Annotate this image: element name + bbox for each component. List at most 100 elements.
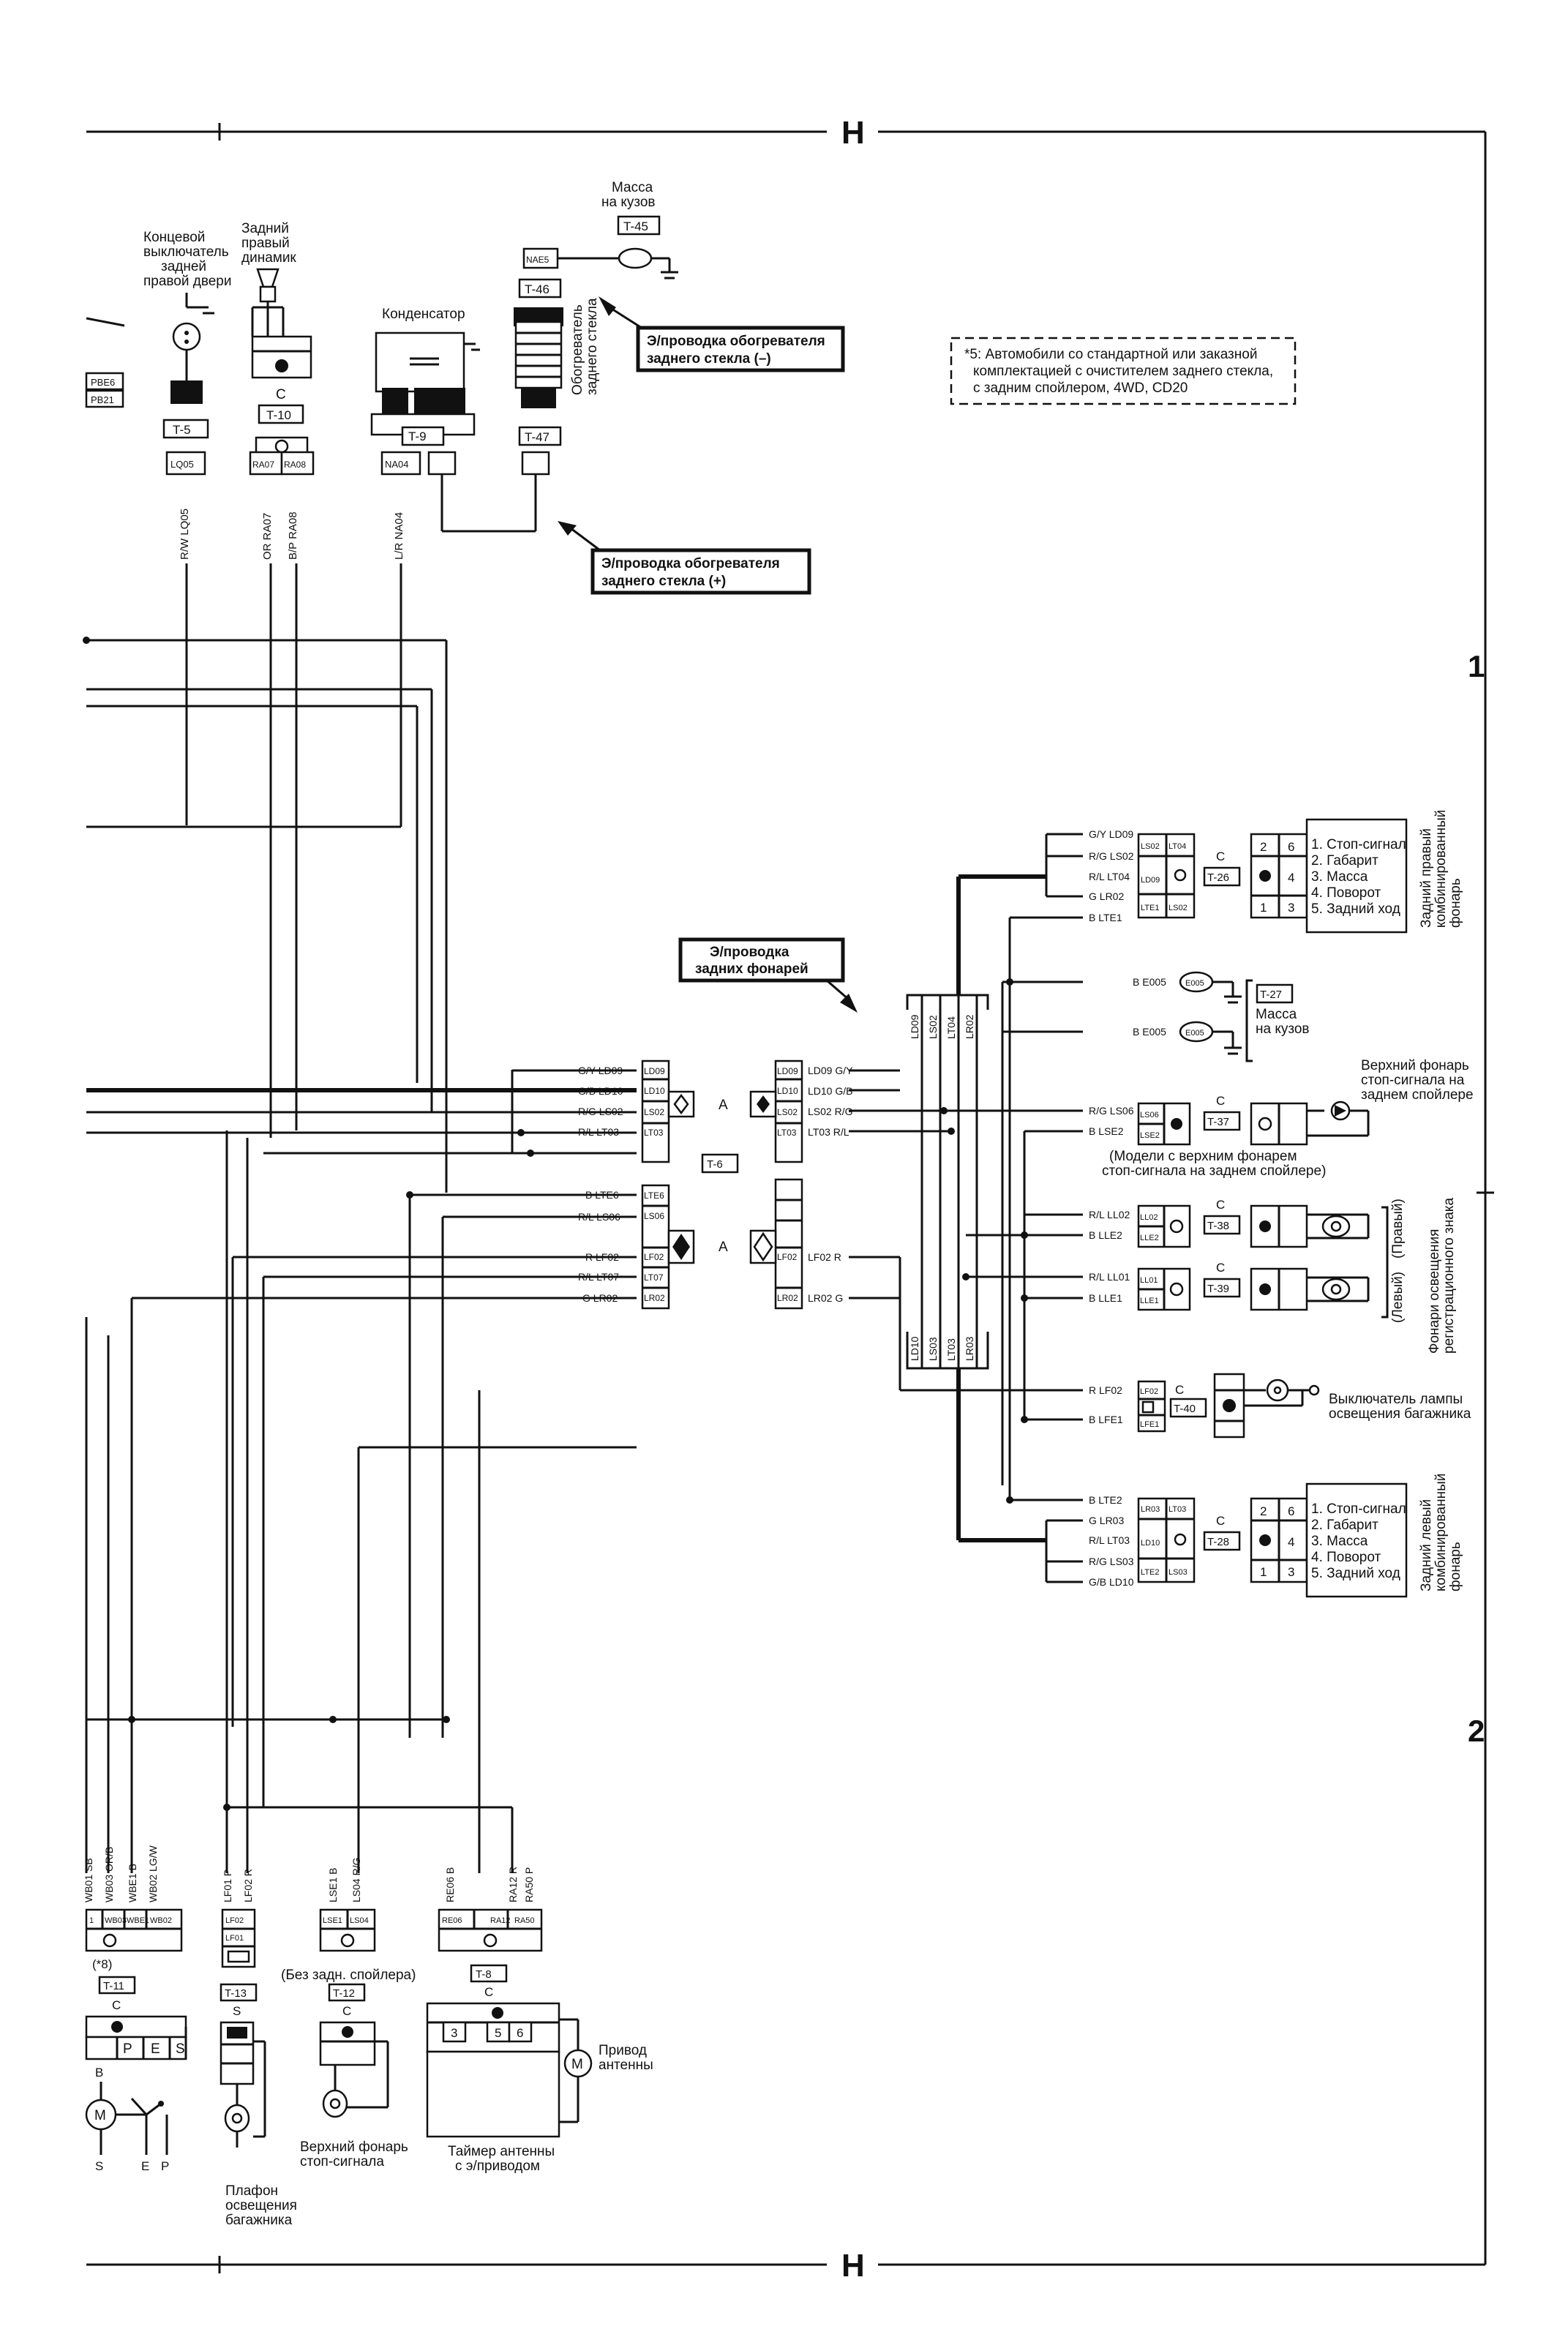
bus-labels: LD09 LS02 LT04 LR02 LD10 LS03 LT03 LR03 bbox=[909, 1014, 975, 1361]
condenser-pin: NA04 bbox=[385, 459, 409, 470]
wp-b: B bbox=[95, 2066, 103, 2079]
pin-pb21: PB21 bbox=[91, 394, 114, 405]
rr-item-2: 2. Габарит bbox=[1311, 853, 1378, 869]
pll-wire-2: B LLE1 bbox=[1089, 1292, 1122, 1304]
rl-grid-1: 2 bbox=[1260, 1504, 1267, 1518]
conn-a-right-pin-4: LT03 bbox=[777, 1128, 797, 1138]
bus-top-1: LD09 bbox=[909, 1014, 920, 1039]
an-label-2: с э/приводом bbox=[455, 2159, 540, 2174]
an-label-1: Таймер антенны bbox=[448, 2144, 555, 2159]
hs-wire-2: B LSE2 bbox=[1089, 1125, 1124, 1137]
conn-b-right-pin-2: LR02 bbox=[777, 1293, 798, 1303]
pll-pin-1: LL01 bbox=[1140, 1276, 1158, 1285]
connector-a-right: A bbox=[719, 1060, 803, 1163]
conn-a-right-wire-4: LT03 R/L bbox=[808, 1126, 849, 1138]
rl-grid-3: 4 bbox=[1288, 1535, 1294, 1549]
rl-item-4: 4. Поворот bbox=[1311, 1550, 1381, 1565]
door-switch-label-4: правой двери bbox=[143, 274, 231, 289]
callout-defog-negative-2: заднего стекла (–) bbox=[647, 351, 771, 367]
tl-pin-1: LF02 bbox=[225, 1916, 244, 1925]
callout-defog-negative-1: Э/проводка обогревателя bbox=[647, 334, 825, 349]
hb-wire-1: LSE1 B bbox=[327, 1868, 339, 1902]
hs-pin-2: LSE2 bbox=[1140, 1131, 1160, 1140]
defogger-label-2: заднего стекла bbox=[585, 298, 600, 395]
tl-s: S bbox=[233, 2004, 241, 2018]
pll-pin-2: LLE1 bbox=[1140, 1297, 1159, 1305]
bus-top-3: LT04 bbox=[945, 1016, 957, 1039]
defogger-conn-2: T-47 bbox=[525, 430, 549, 444]
pin-pbe6: PBE6 bbox=[91, 377, 115, 388]
note-line-3: с задним спойлером, 4WD, CD20 bbox=[973, 380, 1188, 396]
rl-pin-2: LT03 bbox=[1169, 1505, 1186, 1514]
rr-wire-5: B LTE1 bbox=[1089, 912, 1122, 923]
rear-left-combination-lamp: B LTE2 G LR03 R/L LT03 R/G LS03 G/B LD10… bbox=[1089, 1474, 1463, 1598]
rl-grid-5: 3 bbox=[1288, 1565, 1294, 1579]
conn-a-left-wire-3: R/G LS02 bbox=[578, 1106, 623, 1117]
an-term-5: 5 bbox=[495, 2026, 501, 2040]
callout-rear-lamps: Э/проводка задних фонарей bbox=[678, 937, 858, 1013]
rr-item-5: 5. Задний ход bbox=[1311, 901, 1400, 917]
conn-b-left-wire-4: R/L LT07 bbox=[578, 1271, 619, 1283]
bus-bottom-1: LD10 bbox=[909, 1336, 920, 1361]
tl-label-3: багажника bbox=[225, 2213, 293, 2228]
rr-wire-2: R/G LS02 bbox=[1089, 850, 1134, 862]
hb-pin-2: LS04 bbox=[350, 1916, 369, 1925]
conn-b-left-pin-3: LF02 bbox=[644, 1252, 664, 1262]
rl-wire-4: R/G LS03 bbox=[1089, 1556, 1134, 1567]
conn-a-left-wire-1: G/Y LD09 bbox=[578, 1065, 623, 1076]
rr-item-4: 4. Поворот bbox=[1311, 885, 1381, 901]
an-drive-2: антенны bbox=[599, 2058, 653, 2073]
pll-conn: T-39 bbox=[1207, 1283, 1229, 1295]
rear-wiper-motor: WB01 SB WB03 OR/B WBE1 B WB02 LG/W 1 WB0… bbox=[83, 1845, 187, 2173]
license-plate-lamp-right: R/L LL02 B LLE2 LL02 LLE2 C T-38 (Правый… bbox=[1089, 1198, 1406, 1259]
conn-a-label: A bbox=[719, 1098, 728, 1113]
conn-b-left-pin-1: LTE6 bbox=[644, 1190, 664, 1201]
mid-connector-labels: G/Y LD09 G/B LD10 R/G LS02 R/L LT03 LD09… bbox=[578, 1065, 853, 1304]
door-switch-wire: R/W LQ05 bbox=[179, 509, 191, 560]
ts-wire-2: B LFE1 bbox=[1089, 1414, 1123, 1425]
gnd2-label-2: на кузов bbox=[1256, 1021, 1310, 1037]
ground-top-conn: T-45 bbox=[623, 220, 648, 233]
rl-grid-2: 6 bbox=[1288, 1504, 1294, 1518]
conn-b-left-wire-3: R LF02 bbox=[585, 1251, 619, 1263]
wp-conn: T-11 bbox=[103, 1980, 124, 1992]
rl-grid-4: 1 bbox=[1260, 1565, 1267, 1579]
callout-defog-negative: Э/проводка обогревателя заднего стекла (… bbox=[599, 296, 845, 372]
wp-motor: M bbox=[94, 2108, 106, 2123]
rl-wire-2: G LR03 bbox=[1089, 1515, 1124, 1526]
an-pin-2: RA12 bbox=[490, 1916, 511, 1925]
an-wire-3: RA50 P bbox=[523, 1867, 535, 1902]
wp-mark: (*8) bbox=[92, 1957, 112, 1971]
bus-bottom-3: LT03 bbox=[945, 1338, 957, 1361]
plr-pin-2: LLE2 bbox=[1140, 1234, 1159, 1242]
bus-bottom-4: LR03 bbox=[964, 1336, 975, 1361]
speaker-conn: T-10 bbox=[266, 408, 291, 422]
connector-a-left bbox=[511, 1060, 695, 1163]
conn-b-left-wire-5: G LR02 bbox=[582, 1292, 618, 1304]
rr-c: C bbox=[1216, 850, 1225, 863]
callout-defog-positive-1: Э/проводка обогревателя bbox=[601, 556, 780, 571]
hs-conn: T-37 bbox=[1207, 1116, 1229, 1128]
rl-wire-1: B LTE2 bbox=[1089, 1494, 1122, 1506]
an-c: C bbox=[484, 1985, 493, 1999]
conn-b-label: A bbox=[719, 1239, 728, 1255]
door-switch-label-3: задней bbox=[161, 259, 206, 274]
callout-rear-lamps-2: задних фонарей bbox=[695, 961, 809, 977]
hs-label-1: Верхний фонарь bbox=[1361, 1058, 1469, 1073]
rr-pin-3: LD09 bbox=[1141, 876, 1160, 885]
connector-b-left bbox=[641, 1184, 695, 1310]
condenser-conn: T-9 bbox=[408, 430, 427, 443]
hs-c: C bbox=[1216, 1094, 1225, 1108]
rr-title-1: Задний правый bbox=[1419, 828, 1434, 928]
rl-item-2: 2. Габарит bbox=[1311, 1518, 1378, 1533]
defogger-conn-1: T-46 bbox=[525, 282, 549, 296]
gnd1-pin: E005 bbox=[1185, 979, 1204, 988]
license-plate-lamp-left: R/L LL01 B LLE1 LL01 LLE1 C T-39 (Левый)… bbox=[1089, 1198, 1457, 1354]
tl-label-2: освещения bbox=[225, 2198, 297, 2213]
conn-a-left-pin-1: LD09 bbox=[644, 1066, 665, 1076]
wp-pin-1: 1 bbox=[89, 1916, 94, 1925]
rr-pin-2: LT04 bbox=[1169, 842, 1186, 851]
rl-item-5: 5. Задний ход bbox=[1311, 1566, 1400, 1581]
an-wire-1: RE06 B bbox=[444, 1867, 456, 1902]
